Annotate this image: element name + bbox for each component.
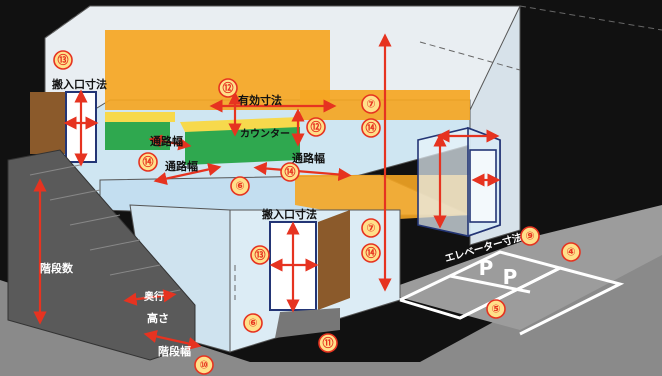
front-steps <box>275 308 340 338</box>
callout-14-mid: ⑭ <box>280 162 300 182</box>
callout-11: ⑪ <box>318 333 338 353</box>
callout-9: ⑨ <box>520 226 540 246</box>
label-counter: カウンター <box>240 128 290 140</box>
callout-14-low: ⑭ <box>361 243 381 263</box>
callout-7-low: ⑦ <box>361 218 381 238</box>
parking-lot <box>380 205 662 330</box>
label-aisle-left-1: 通路幅 <box>150 134 183 148</box>
svg-text:⑥: ⑥ <box>248 317 257 330</box>
callout-7-top: ⑦ <box>361 94 381 114</box>
callout-13-top: ⑬ <box>53 50 73 70</box>
svg-text:⑫: ⑫ <box>223 81 234 95</box>
counter-top-left <box>105 112 175 122</box>
label-depth: 奥行 <box>144 290 164 303</box>
callout-13-mid: ⑬ <box>250 245 270 265</box>
parking-markings <box>399 250 625 336</box>
label-aisle-left-2: 通路幅 <box>165 159 198 173</box>
label-stair-width: 階段幅 <box>158 344 191 358</box>
callout-10: ⑩ <box>194 355 214 375</box>
callout-14-left: ⑭ <box>138 152 158 172</box>
upper-left-door <box>30 92 65 154</box>
upper-orange-band <box>105 30 330 110</box>
svg-text:⑨: ⑨ <box>525 230 534 243</box>
label-carry-in-mid: 搬入口寸法 <box>262 207 317 221</box>
svg-text:⑭: ⑭ <box>366 246 377 260</box>
callout-6-mid: ⑥ <box>230 176 250 196</box>
label-height: 高さ <box>147 311 169 325</box>
elevator-shaft <box>417 126 501 238</box>
svg-text:④: ④ <box>566 246 575 259</box>
label-stair-count: 階段数 <box>40 261 74 275</box>
callout-12-side: ⑫ <box>306 117 326 137</box>
svg-text:⑥: ⑥ <box>235 180 244 193</box>
label-aisle-right: 通路幅 <box>292 151 325 165</box>
svg-text:⑦: ⑦ <box>366 98 375 111</box>
callout-5: ⑤ <box>486 299 506 319</box>
svg-text:⑭: ⑭ <box>285 165 296 179</box>
label-effective-size: 有効寸法 <box>238 93 282 107</box>
callout-6-low: ⑥ <box>243 313 263 333</box>
parking-mark-1: P <box>479 256 494 280</box>
svg-text:⑪: ⑪ <box>323 336 334 350</box>
svg-text:⑭: ⑭ <box>143 155 154 169</box>
callout-12-top: ⑫ <box>218 78 238 98</box>
structure-lines <box>44 5 662 300</box>
lower-door <box>318 210 350 310</box>
svg-text:⑩: ⑩ <box>199 359 208 372</box>
callout-14-top: ⑭ <box>361 118 381 138</box>
dimension-arrows <box>33 33 501 351</box>
svg-text:⑤: ⑤ <box>491 303 500 316</box>
callout-4: ④ <box>561 242 581 262</box>
svg-text:⑬: ⑬ <box>255 248 266 262</box>
parking-mark-2: P <box>503 265 518 289</box>
label-carry-in-top: 搬入口寸法 <box>52 77 107 91</box>
svg-text:⑫: ⑫ <box>311 120 322 134</box>
svg-text:⑬: ⑬ <box>58 53 69 67</box>
svg-text:⑭: ⑭ <box>366 121 377 135</box>
svg-text:⑦: ⑦ <box>366 222 375 235</box>
counter-green-right <box>185 125 300 165</box>
